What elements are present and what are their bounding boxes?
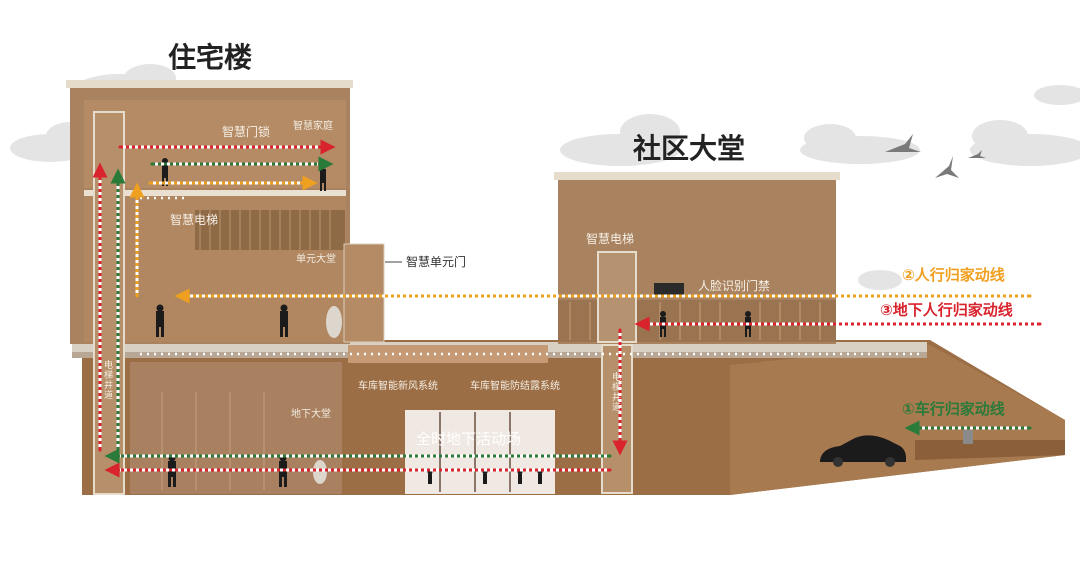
anti-fog-label: 车库智能防结露系统 <box>470 381 560 392</box>
lobby-title: 社区大堂 <box>633 132 746 165</box>
smart-lock-label: 智慧门锁 <box>222 125 271 139</box>
smart-elevator-lobby-label: 智慧电梯 <box>586 232 635 246</box>
smart-home-label: 智慧家庭 <box>293 121 333 132</box>
plant-icon <box>313 306 342 484</box>
face-access-label: 人脸识别门禁 <box>698 279 771 293</box>
fresh-air-label: 车库智能新风系统 <box>358 381 438 392</box>
birds-icon <box>885 134 986 178</box>
shaft-right-label: 电梯井道 <box>610 372 620 412</box>
legend-pedestrian: ②人行归家动线 <box>902 266 1005 284</box>
activity-hall-label: 全时地下活动场 <box>416 430 522 448</box>
unit-hall-label: 单元大堂 <box>296 254 336 265</box>
smart-unit-door-label: 智慧单元门 <box>406 255 467 269</box>
legend-vehicle: ①车行归家动线 <box>902 400 1005 418</box>
car-icon <box>820 435 906 467</box>
lobby-building <box>554 172 840 494</box>
underground-hall-label: 地下大堂 <box>291 409 331 420</box>
residential-title: 住宅楼 <box>168 41 253 74</box>
smart-elevator-res-label: 智慧电梯 <box>170 213 219 227</box>
legend-underground-pedestrian: ③地下人行归家动线 <box>880 301 1013 319</box>
shaft-left-label: 电梯井道 <box>102 360 112 400</box>
